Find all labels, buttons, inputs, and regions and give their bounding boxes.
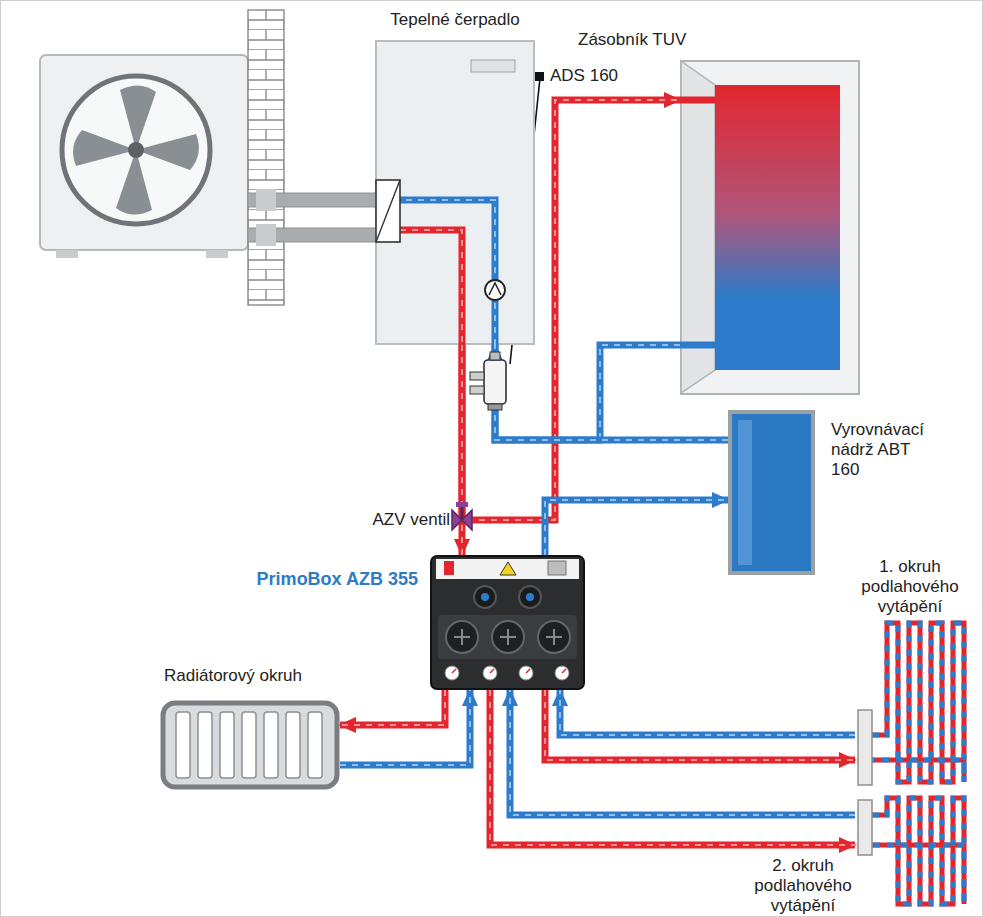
node-label: PrimoBox AZB 355 xyxy=(257,569,418,589)
pipe-stripe xyxy=(560,690,855,735)
node-label: Zásobník TUV xyxy=(578,30,686,50)
buffer-tank: Vyrovnávací nádrž ABT 160 xyxy=(728,410,815,575)
pipe-connector xyxy=(490,690,855,845)
node-label: 2. okruh podlahového vytápění xyxy=(733,856,873,916)
heat-pump-unit: Tepelné čerpadlo xyxy=(375,40,535,345)
pipe-line xyxy=(545,500,728,555)
primobox-unit: PrimoBox AZB 355 xyxy=(430,555,585,690)
pipe-connector xyxy=(545,690,855,760)
floor-heating-circuit: 1. okruh podlahového vytápění xyxy=(855,615,978,790)
part-label: ADS 160 xyxy=(550,66,618,86)
floor-heating-circuit: 2. okruh podlahového vytápění xyxy=(855,790,978,912)
pipe-line xyxy=(340,690,470,765)
pipe-stripe xyxy=(495,345,680,440)
pipe-connector xyxy=(340,690,470,765)
floor-heating-circuit-outline xyxy=(855,615,978,790)
radiator-circuit-outline xyxy=(160,700,340,790)
node-label: 1. okruh podlahového vytápění xyxy=(845,557,975,617)
hot-water-tank: Zásobník TUV xyxy=(680,60,860,395)
pipe-stripe xyxy=(510,690,855,815)
pipe-stripe xyxy=(490,690,855,845)
azv-valve xyxy=(452,502,472,530)
hot-water-tank-outline xyxy=(680,60,860,395)
heat-pump-unit-outline xyxy=(375,40,535,345)
pipe-connector xyxy=(545,500,728,555)
floor-heating-circuit-outline xyxy=(855,790,978,912)
pipe-stripe xyxy=(340,690,470,765)
pipe-connector xyxy=(510,690,855,815)
buffer-tank-outline xyxy=(728,410,815,575)
pipe-line xyxy=(340,690,445,725)
pipe-line xyxy=(510,690,855,815)
pipe-stripe xyxy=(340,690,445,725)
node-label: Radiátorový okruh xyxy=(164,666,302,686)
pipe-line xyxy=(545,690,855,760)
radiator-circuit: Radiátorový okruh xyxy=(160,700,340,790)
ads-separator xyxy=(470,352,506,410)
pipe-stripe xyxy=(545,690,855,760)
pipe-stripe xyxy=(545,500,728,555)
node-label: Vyrovnávací nádrž ABT 160 xyxy=(831,420,943,480)
primobox-unit-outline xyxy=(430,555,585,690)
pipe-connector xyxy=(340,690,445,725)
node-label: Tepelné čerpadlo xyxy=(375,10,535,30)
pipe-connector xyxy=(495,345,680,440)
pipe-line xyxy=(560,690,855,735)
pipe-line xyxy=(490,690,855,845)
pipe-line xyxy=(495,345,680,440)
part-label: AZV ventil xyxy=(373,510,450,530)
pipe-connector xyxy=(560,690,855,735)
